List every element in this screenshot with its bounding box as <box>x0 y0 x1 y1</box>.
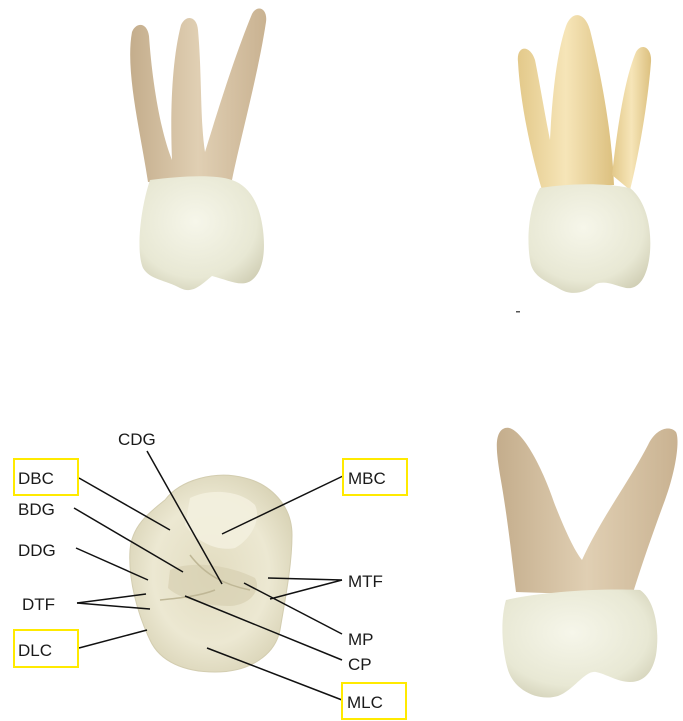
leader-dlc <box>79 630 147 648</box>
tooth1-roots <box>130 8 266 182</box>
tooth1-crown <box>139 176 263 290</box>
tooth2-crown <box>528 184 650 293</box>
leader-mlc <box>207 648 342 700</box>
label-mtf: MTF <box>348 572 383 591</box>
tooth4-roots <box>497 428 678 596</box>
label-dbc: DBC <box>18 469 54 488</box>
tooth2-root-palatal <box>612 47 651 190</box>
label-dlc: DLC <box>18 641 52 660</box>
tooth2-roots <box>518 15 614 190</box>
label-mbc: MBC <box>348 469 386 488</box>
label-mp: MP <box>348 630 374 649</box>
tooth4-crown <box>502 589 657 697</box>
label-bdg: BDG <box>18 500 55 519</box>
tooth-proximal-view <box>497 428 678 698</box>
tooth-lingual-view <box>516 15 651 312</box>
leader-dbc <box>79 478 170 530</box>
label-cdg: CDG <box>118 430 156 449</box>
label-ddg: DDG <box>18 541 56 560</box>
label-mlc: MLC <box>347 693 383 712</box>
tooth-occlusal-view <box>130 475 292 672</box>
label-cp: CP <box>348 655 372 674</box>
tooth-buccal-view <box>130 8 266 290</box>
tooth2-mark <box>516 311 520 313</box>
label-dtf: DTF <box>22 595 55 614</box>
